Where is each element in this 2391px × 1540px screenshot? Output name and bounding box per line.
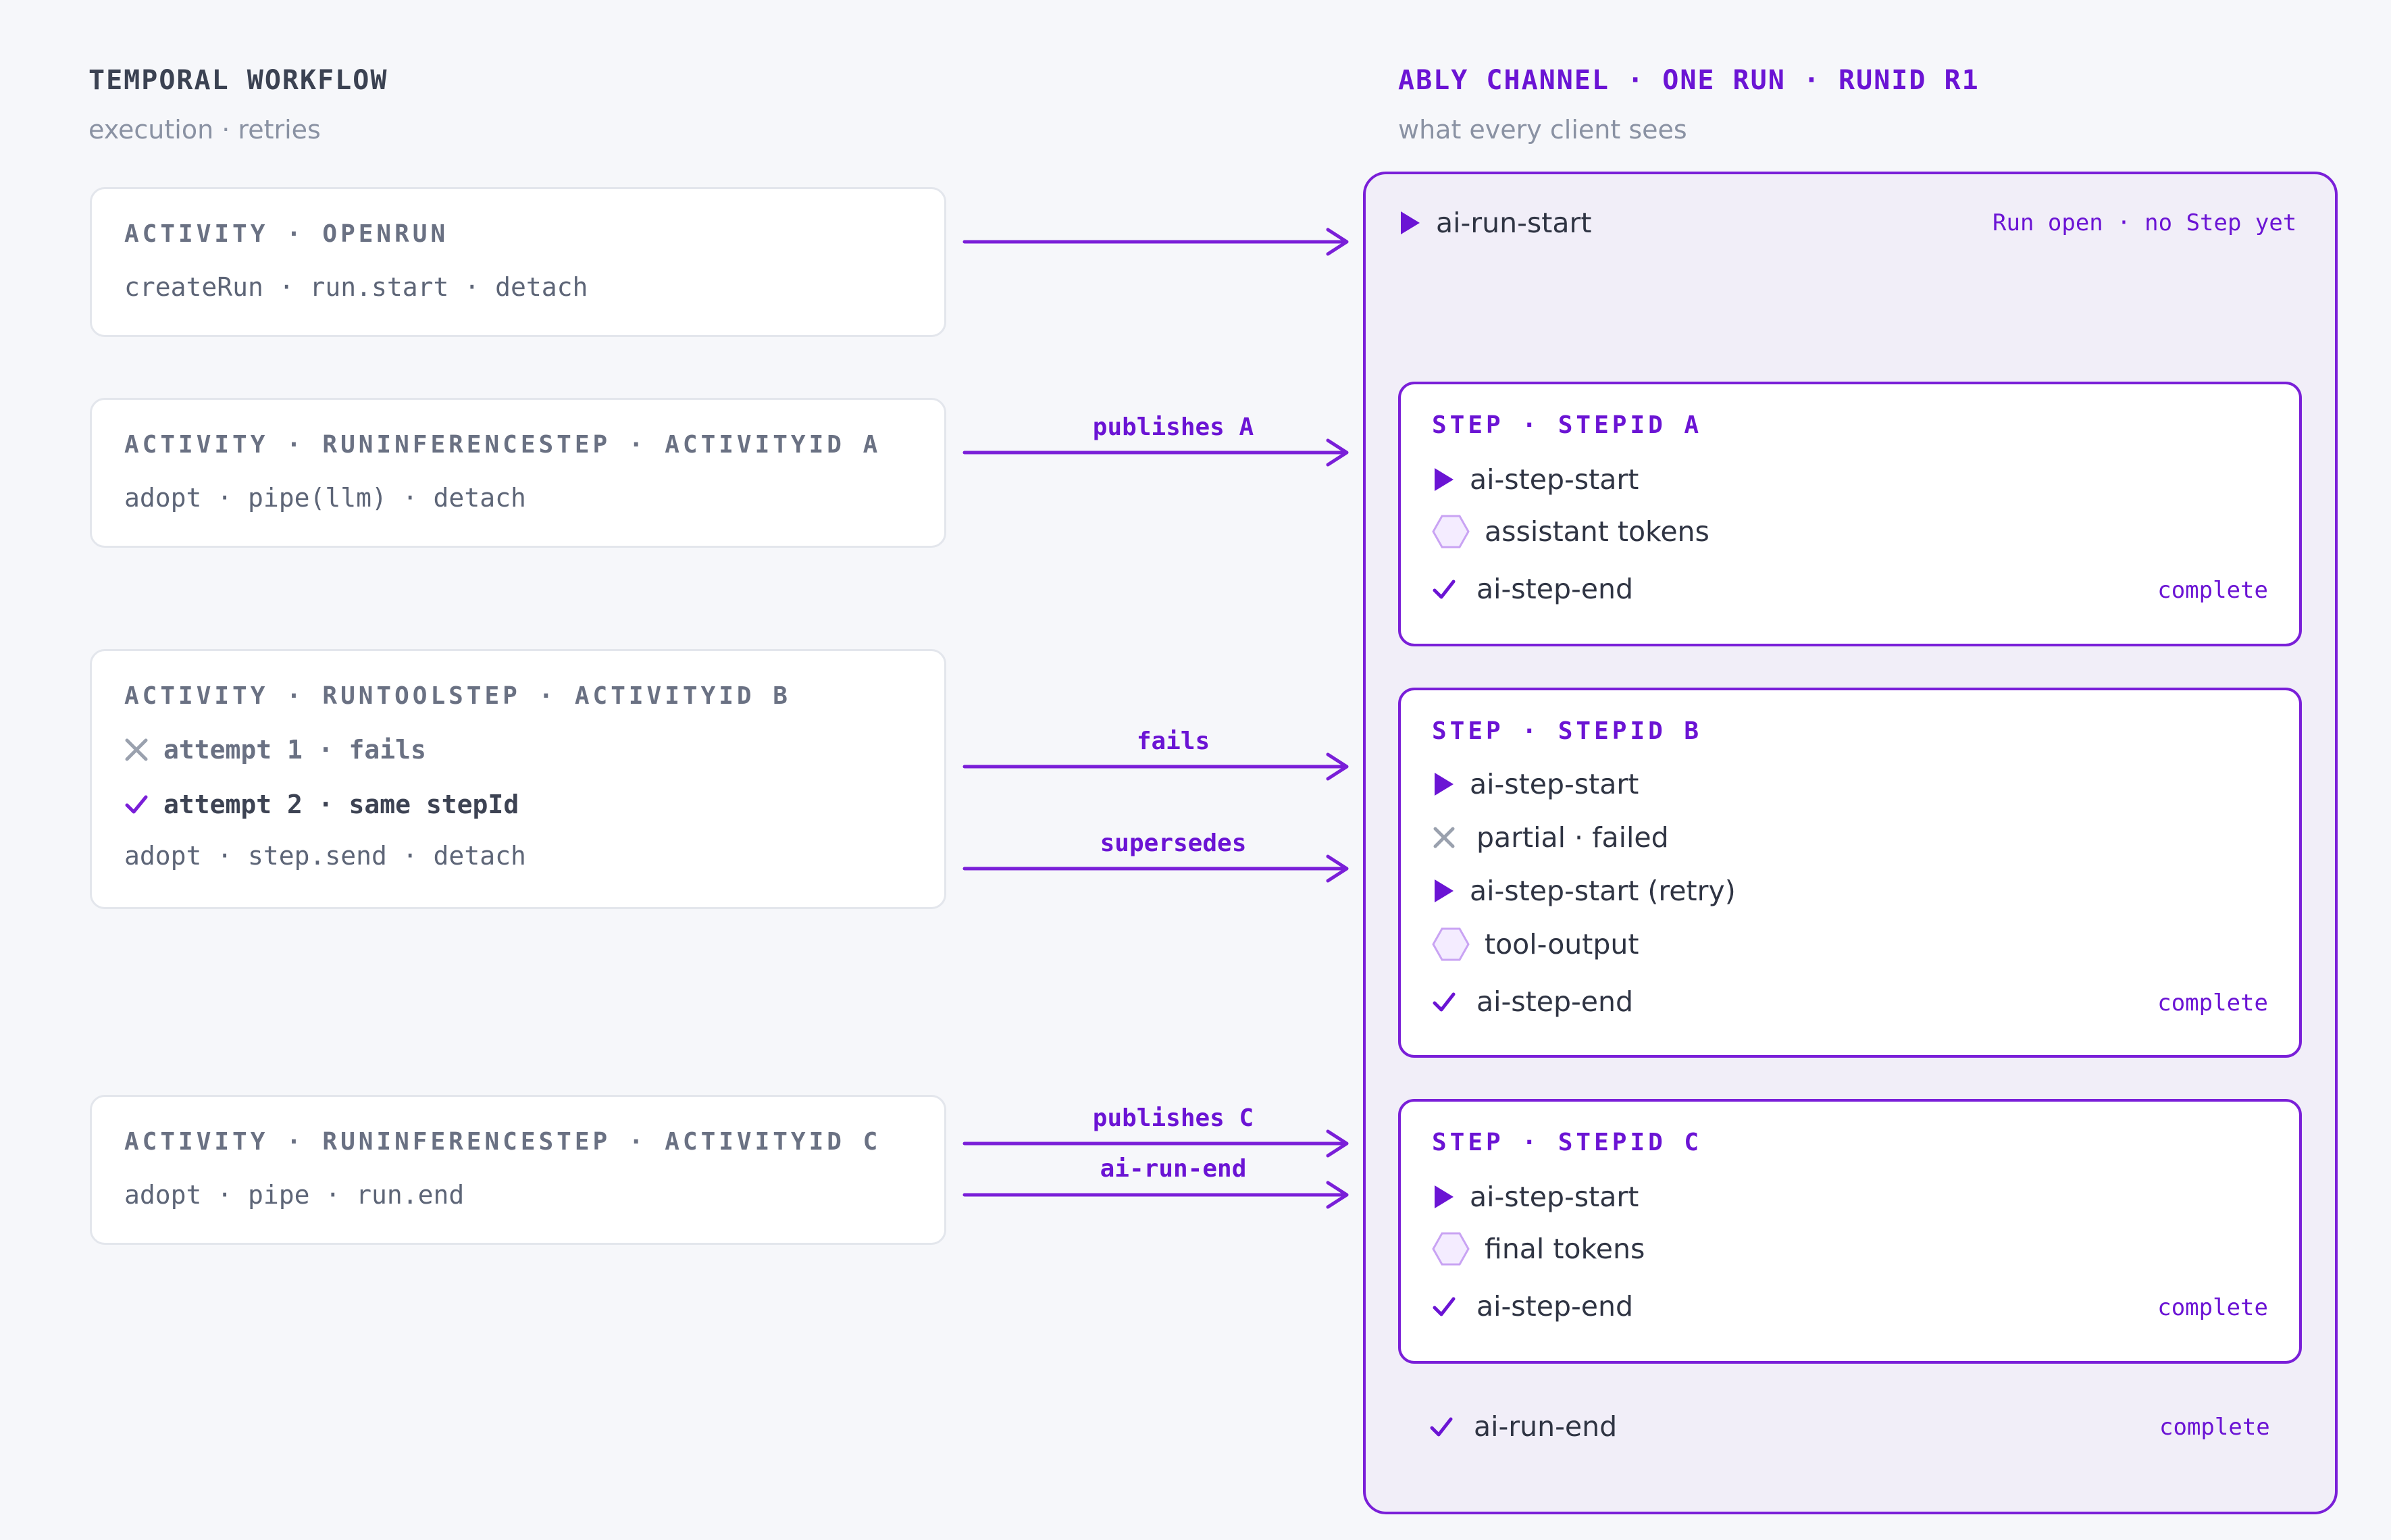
attempt-succeeded-label: attempt 2 · same stepId: [163, 790, 519, 819]
arrow-openrun: [962, 228, 1349, 256]
hexagon-icon: [1432, 515, 1470, 548]
event-label: ai-step-end: [1476, 1290, 1634, 1323]
run-start-event: ai-run-start: [1398, 207, 1591, 239]
activity-openrun: ACTIVITY · OPENRUN createRun · run.start…: [90, 187, 946, 337]
activity-runinferencestep-a: ACTIVITY · RUNINFERENCESTEP · ACTIVITYID…: [90, 398, 946, 548]
step-a-box: STEP · STEPID A ai-step-start assistant …: [1398, 382, 2302, 646]
edge-label-publishes-c: publishes C: [1092, 1104, 1254, 1132]
arrow-fails: [962, 752, 1349, 781]
event-label: ai-step-end: [1476, 985, 1634, 1018]
x-icon: [1433, 827, 1455, 848]
activity-detail: adopt · pipe(llm) · detach: [124, 483, 526, 513]
activity-heading: ACTIVITY · RUNTOOLSTEP · ACTIVITYID B: [124, 682, 791, 710]
event-label: assistant tokens: [1485, 515, 1709, 548]
activity-heading: ACTIVITY · OPENRUN: [124, 220, 449, 248]
edge-label-supersedes: supersedes: [1100, 829, 1247, 857]
activity-detail: adopt · pipe · run.end: [124, 1180, 465, 1210]
event-label: ai-step-start: [1470, 463, 1639, 496]
event-partial-failed: partial · failed: [1432, 821, 1669, 854]
play-icon: [1435, 1185, 1454, 1208]
activity-runinferencestep-c: ACTIVITY · RUNINFERENCESTEP · ACTIVITYID…: [90, 1095, 946, 1245]
run-end-label: ai-run-end: [1474, 1410, 1618, 1443]
arrow-ai-run-end: [962, 1181, 1349, 1209]
event-step-end: ai-step-end: [1432, 573, 1633, 605]
play-icon: [1401, 211, 1420, 234]
attempt-failed-label: attempt 1 · fails: [163, 735, 426, 765]
arrow-publishes-a: [962, 438, 1349, 467]
event-step-end: ai-step-end: [1432, 985, 1633, 1018]
event-step-end: ai-step-end: [1432, 1290, 1633, 1323]
hexagon-icon: [1432, 1232, 1470, 1266]
event-tool-output: tool-output: [1432, 927, 1639, 962]
play-icon: [1435, 879, 1454, 902]
run-start-note: Run open · no Step yet: [1992, 209, 2297, 236]
play-icon: [1435, 468, 1454, 491]
check-icon: [1430, 1417, 1453, 1437]
check-icon: [1433, 1297, 1456, 1316]
check-icon: [1433, 580, 1456, 599]
play-icon: [1435, 773, 1454, 796]
event-label: ai-step-end: [1476, 573, 1634, 605]
check-icon: [125, 795, 148, 814]
attempt-failed: attempt 1 · fails: [124, 735, 426, 765]
edge-label-publishes-a: publishes A: [1092, 413, 1254, 441]
check-icon: [1433, 992, 1456, 1012]
x-icon: [125, 738, 148, 761]
step-heading: STEP · STEPID B: [1432, 717, 1703, 745]
event-tokens: assistant tokens: [1432, 514, 1709, 549]
activity-runtoolstep-b: ACTIVITY · RUNTOOLSTEP · ACTIVITYID B at…: [90, 649, 946, 909]
edge-label-fails: fails: [1136, 727, 1210, 755]
run-start-label: ai-run-start: [1436, 207, 1592, 239]
activity-detail: adopt · step.send · detach: [124, 841, 526, 871]
attempt-succeeded: attempt 2 · same stepId: [124, 790, 519, 819]
right-column-subtitle: what every client sees: [1398, 115, 1687, 145]
event-label: tool-output: [1485, 928, 1639, 960]
left-column-subtitle: execution · retries: [88, 115, 321, 145]
step-heading: STEP · STEPID C: [1432, 1129, 1703, 1156]
event-step-start: ai-step-start: [1432, 1181, 1639, 1213]
event-tokens: final tokens: [1432, 1231, 1645, 1266]
event-step-start: ai-step-start: [1432, 768, 1639, 800]
event-label: ai-step-start: [1470, 768, 1639, 800]
hexagon-icon: [1432, 927, 1470, 961]
activity-detail: createRun · run.start · detach: [124, 272, 588, 302]
step-heading: STEP · STEPID A: [1432, 411, 1703, 439]
activity-heading: ACTIVITY · RUNINFERENCESTEP · ACTIVITYID…: [124, 1128, 881, 1156]
run-end-badge: complete: [2159, 1414, 2270, 1441]
event-label: ai-step-start (retry): [1470, 875, 1736, 907]
complete-badge: complete: [2157, 990, 2268, 1017]
step-c-box: STEP · STEPID C ai-step-start final toke…: [1398, 1099, 2302, 1364]
arrow-publishes-c: [962, 1129, 1349, 1158]
right-column-title: ABLY CHANNEL · ONE RUN · RUNID R1: [1398, 65, 1980, 96]
event-step-start: ai-step-start: [1432, 463, 1639, 496]
event-label: final tokens: [1485, 1233, 1645, 1265]
complete-badge: complete: [2157, 1294, 2268, 1321]
arrow-supersedes: [962, 854, 1349, 883]
event-step-start-retry: ai-step-start (retry): [1432, 875, 1736, 907]
event-label: partial · failed: [1476, 821, 1669, 854]
activity-heading: ACTIVITY · RUNINFERENCESTEP · ACTIVITYID…: [124, 431, 881, 459]
edge-label-ai-run-end: ai-run-end: [1100, 1155, 1247, 1183]
left-column-title: TEMPORAL WORKFLOW: [88, 65, 388, 96]
complete-badge: complete: [2157, 577, 2268, 604]
event-label: ai-step-start: [1470, 1181, 1639, 1213]
step-b-box: STEP · STEPID B ai-step-start partial · …: [1398, 688, 2302, 1058]
run-end-event: ai-run-end: [1429, 1410, 1617, 1443]
